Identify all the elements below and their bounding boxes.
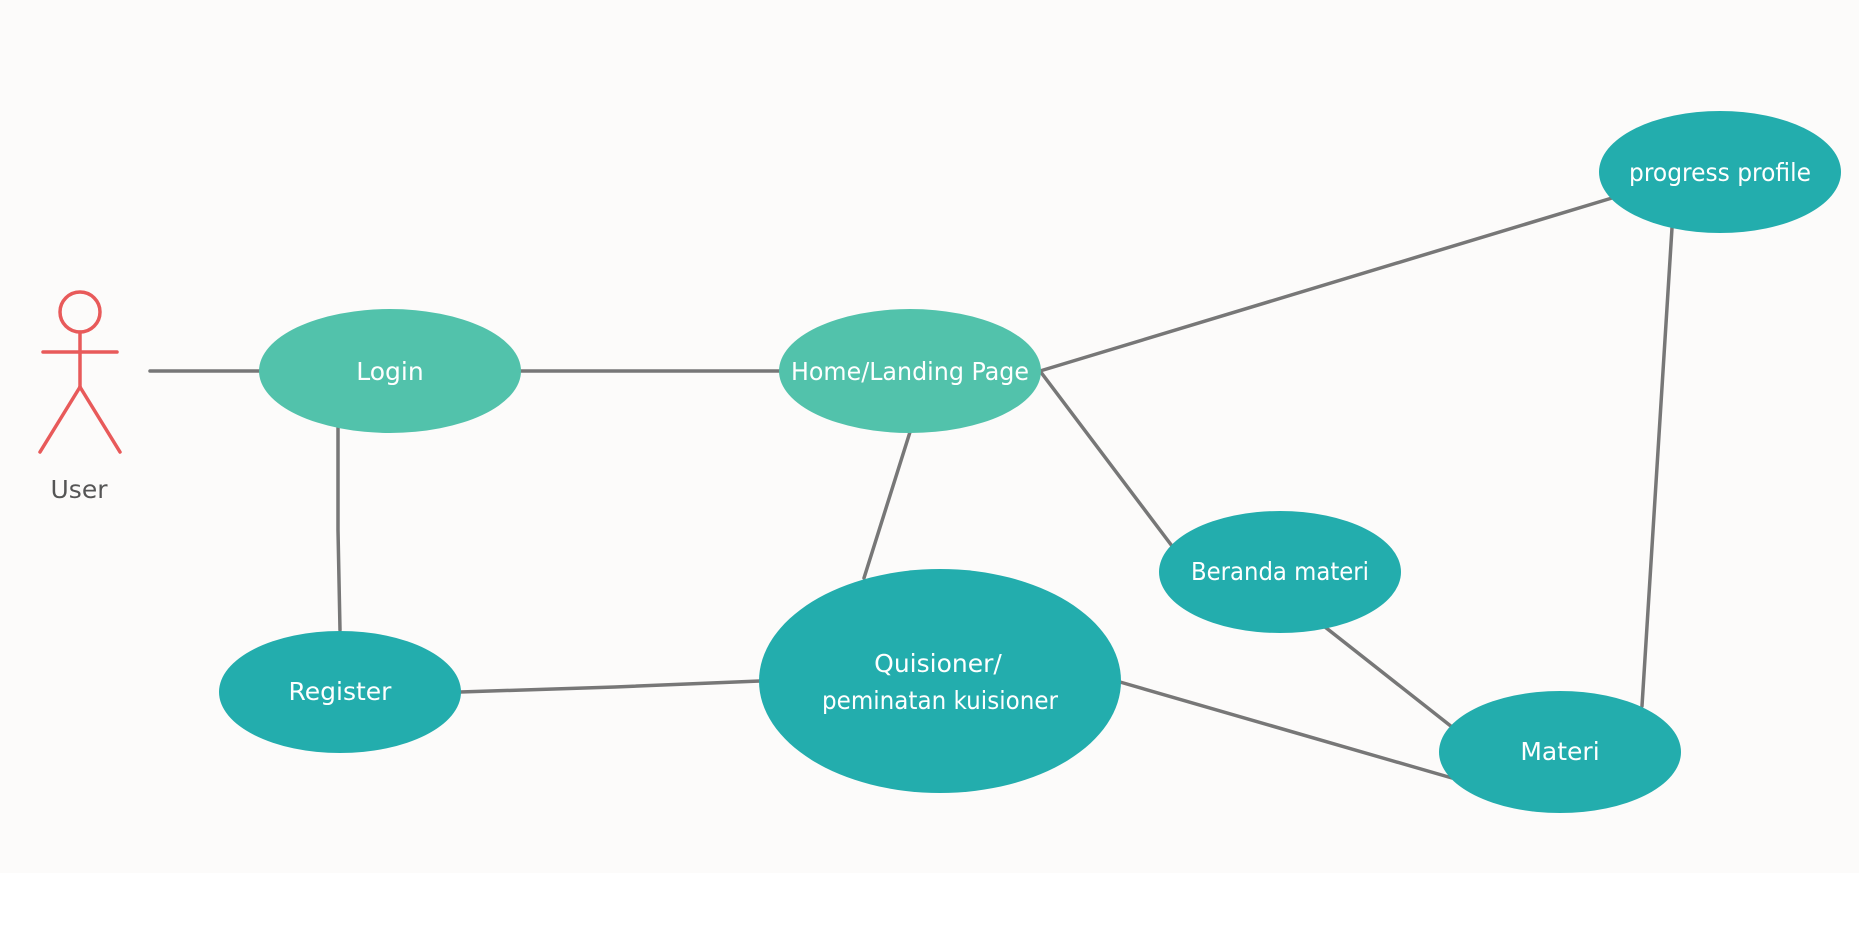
connector-register-quisioner	[458, 679, 762, 694]
connector-home-progress	[1038, 196, 1614, 373]
connector-home-quisioner	[862, 430, 912, 580]
connector-home-beranda	[1038, 369, 1174, 548]
usecase-beranda-materi-label: Beranda materi	[1191, 557, 1369, 586]
usecase-materi-label: Materi	[1520, 737, 1599, 766]
actor-label: User	[51, 475, 109, 504]
connector-beranda-materi	[1323, 625, 1454, 729]
usecase-quisioner-label-line1: Quisioner/	[874, 649, 1002, 678]
actor-left-leg	[38, 385, 82, 454]
usecase-beranda-materi[interactable]: Beranda materi	[1159, 511, 1401, 633]
usecase-progress-profile-shape	[1599, 111, 1841, 233]
usecase-login-label: Login	[356, 357, 423, 386]
usecase-beranda-materi-shape	[1159, 511, 1401, 633]
usecase-home-label: Home/Landing Page	[791, 357, 1029, 386]
usecase-progress-profile[interactable]: progress profile	[1599, 111, 1841, 233]
usecase-progress-profile-label: progress profile	[1629, 158, 1811, 187]
usecase-register[interactable]: Register	[219, 631, 461, 753]
connector-progress-materi	[1640, 226, 1674, 708]
usecase-quisioner[interactable]: Quisioner/ peminatan kuisioner	[759, 569, 1121, 793]
connector-quisioner-materi	[1118, 680, 1454, 780]
usecase-home-shape	[779, 309, 1041, 433]
usecase-quisioner-shape	[759, 569, 1121, 793]
usecase-login[interactable]: Login	[259, 309, 521, 433]
connector-login-register	[336, 426, 342, 632]
actor-user	[38, 290, 122, 454]
usecase-register-label: Register	[289, 677, 393, 706]
actor-head	[58, 290, 102, 334]
usecase-register-shape	[219, 631, 461, 753]
usecase-login-shape	[259, 309, 521, 433]
usecase-materi-shape	[1439, 691, 1681, 813]
usecase-home[interactable]: Home/Landing Page	[779, 309, 1041, 433]
actor-right-leg	[78, 385, 122, 454]
usecase-quisioner-label-line2: peminatan kuisioner	[822, 686, 1059, 715]
usecase-materi[interactable]: Materi	[1439, 691, 1681, 813]
